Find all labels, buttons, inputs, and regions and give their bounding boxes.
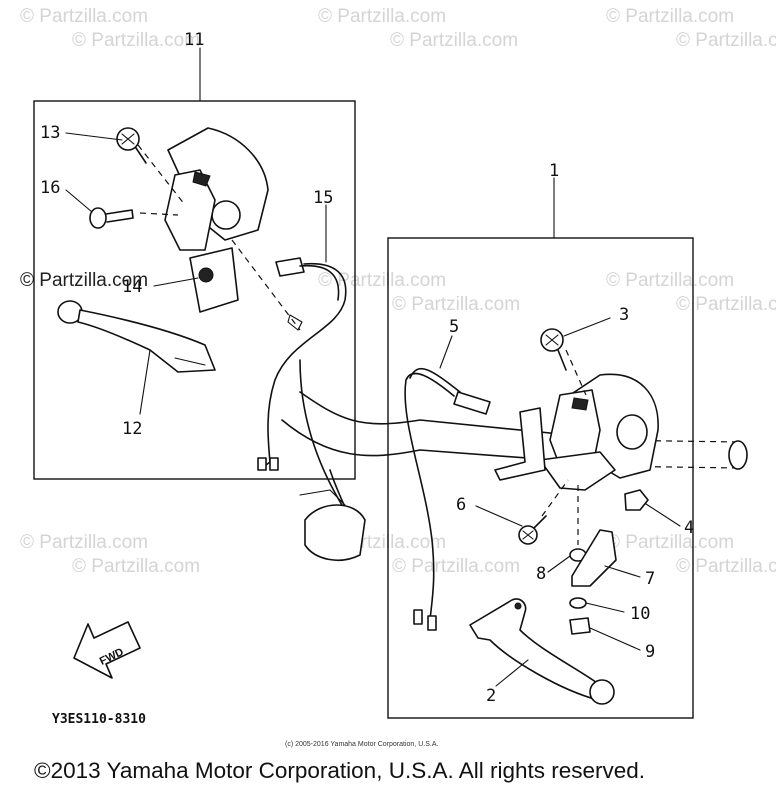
right-assembly-frame xyxy=(387,237,694,719)
callout-1: 1 xyxy=(549,161,559,181)
washer-10 xyxy=(569,597,587,609)
watermark: © Partzilla.com xyxy=(20,532,148,553)
watermark: © Partzilla.com xyxy=(390,30,518,51)
watermark: © Partzilla.com xyxy=(20,270,148,291)
nut-4 xyxy=(624,489,649,511)
forward-direction-arrow: FWD xyxy=(73,621,141,679)
callout-12: 12 xyxy=(122,419,142,439)
screw-6 xyxy=(518,515,547,545)
leader-lines xyxy=(65,47,681,687)
screw-16 xyxy=(89,207,134,229)
callout-2: 2 xyxy=(486,686,496,706)
right-lever-holder xyxy=(494,349,659,545)
watermarks: © Partzilla.com © Partzilla.com © Partzi… xyxy=(20,6,776,577)
callout-10: 10 xyxy=(630,604,650,624)
callout-13: 13 xyxy=(40,123,60,143)
right-switch-wire xyxy=(404,367,491,631)
left-switch-wire xyxy=(257,257,347,471)
callout-9: 9 xyxy=(645,642,655,662)
screw-13 xyxy=(116,127,147,164)
callout-8: 8 xyxy=(536,564,546,584)
watermark: © Partzilla.com xyxy=(606,270,734,291)
callout-7: 7 xyxy=(645,569,655,589)
small-copyright: (c) 2005-2016 Yamaha Motor Corporation, … xyxy=(285,741,438,748)
watermark: © Partzilla.com xyxy=(318,6,446,27)
diagram-code: Y3ES110-8310 xyxy=(52,712,146,727)
copyright-notice: ©2013 Yamaha Motor Corporation, U.S.A. A… xyxy=(34,758,645,783)
callout-16: 16 xyxy=(40,178,60,198)
left-assembly-frame xyxy=(33,100,356,480)
watermark: © Partzilla.com xyxy=(676,556,776,577)
callout-4: 4 xyxy=(684,518,694,538)
callout-11: 11 xyxy=(184,30,204,50)
watermark: © Partzilla.com xyxy=(20,6,148,27)
screw-3 xyxy=(540,328,567,371)
watermark: © Partzilla.com xyxy=(392,294,520,315)
watermark: © Partzilla.com xyxy=(606,532,734,553)
watermark: © Partzilla.com xyxy=(318,270,446,291)
watermark: © Partzilla.com xyxy=(72,30,200,51)
bolt-9 xyxy=(569,617,591,635)
watermark: © Partzilla.com xyxy=(72,556,200,577)
watermark: © Partzilla.com xyxy=(392,556,520,577)
watermark: © Partzilla.com xyxy=(676,30,776,51)
watermark: © Partzilla.com xyxy=(676,294,776,315)
handlebar xyxy=(281,359,748,561)
callout-14: 14 xyxy=(122,277,142,297)
callout-3: 3 xyxy=(619,305,629,325)
left-lever-holder xyxy=(137,127,303,331)
callout-labels: 11 13 16 15 14 12 1 3 5 4 6 8 7 10 9 2 xyxy=(40,30,694,706)
right-lever xyxy=(469,598,615,705)
bracket-7 xyxy=(571,529,617,587)
callout-6: 6 xyxy=(456,495,466,515)
watermark: © Partzilla.com xyxy=(606,6,734,27)
callout-15: 15 xyxy=(313,188,333,208)
left-lever xyxy=(57,300,216,373)
callout-5: 5 xyxy=(449,317,459,337)
